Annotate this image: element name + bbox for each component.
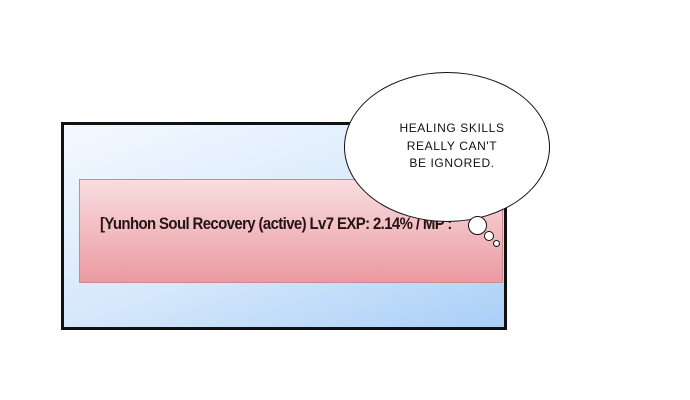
bubble-line: HEALING SKILLS bbox=[399, 121, 505, 135]
skill-status-text: [Yunhon Soul Recovery (active) Lv7 EXP: … bbox=[100, 214, 452, 233]
thought-bubble-tail-small bbox=[493, 240, 500, 247]
bubble-line: REALLY CAN'T bbox=[406, 138, 498, 153]
bubble-line: BE IGNORED. bbox=[409, 156, 495, 170]
thought-bubble-tail-large bbox=[468, 216, 487, 235]
thought-bubble-tail-medium bbox=[484, 231, 494, 241]
thought-bubble-text: HEALING SKILLS REALLY CAN'T BE IGNORED. bbox=[344, 120, 560, 173]
thought-bubble bbox=[344, 72, 550, 222]
